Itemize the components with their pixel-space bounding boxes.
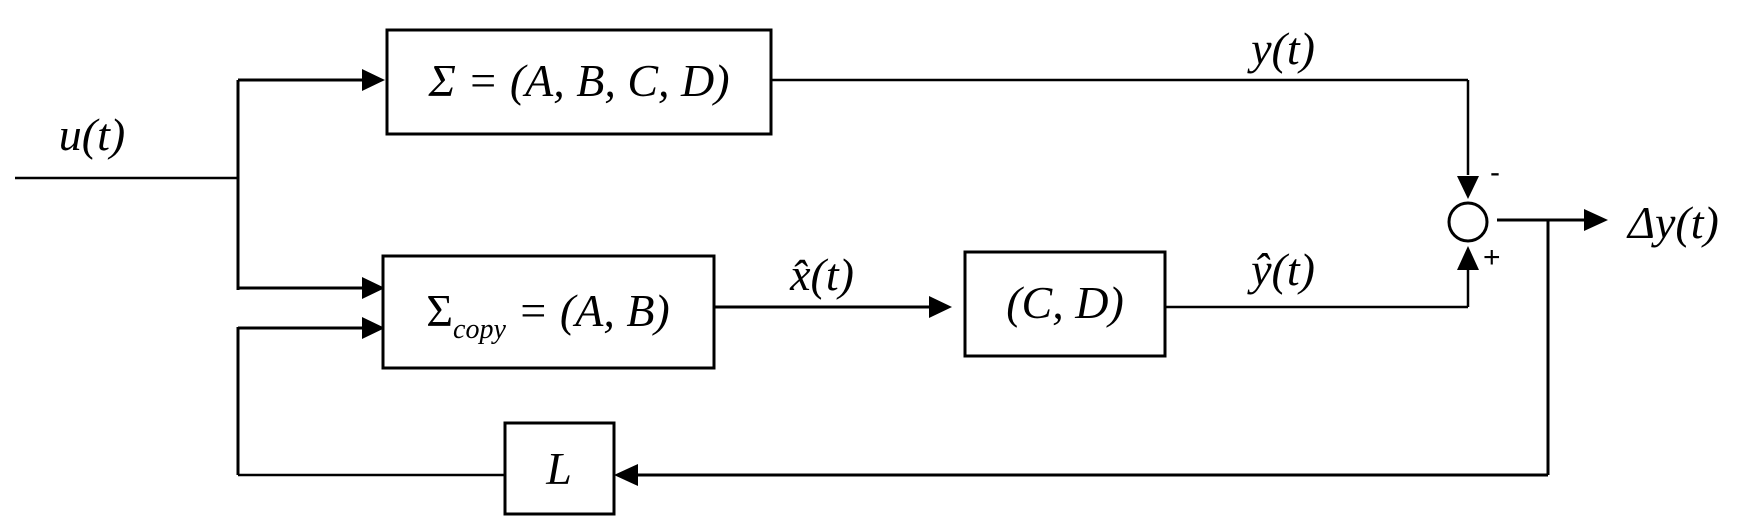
- output-estimate-label: ŷ(t): [1247, 244, 1315, 295]
- error-output-arrow: [1584, 209, 1608, 231]
- minus-sign: -: [1490, 156, 1500, 189]
- copy-block: Σcopy = (A, B): [381, 254, 716, 370]
- output-map-block: (C, D): [963, 250, 1167, 358]
- state-estimate-arrow: [929, 296, 952, 318]
- plant-output-label: y(t): [1247, 23, 1315, 74]
- summing-junction-circle: [1447, 201, 1489, 243]
- gain-to-copy-arrow: [362, 317, 385, 339]
- output-map-block-label: (C, D): [1006, 277, 1124, 328]
- gain-block: L: [503, 421, 616, 516]
- plant-block: Σ = (A, B, C, D): [385, 28, 773, 136]
- to-copy-arrow: [362, 277, 385, 299]
- to-plant-arrow: [362, 69, 385, 91]
- plus-input-arrow: [1457, 246, 1479, 270]
- summing-junction: - +: [1447, 156, 1501, 274]
- plant-block-label: Σ = (A, B, C, D): [427, 55, 729, 106]
- feedback-to-gain-arrow: [614, 464, 638, 486]
- plus-sign: +: [1483, 241, 1501, 274]
- gain-block-label: L: [545, 443, 572, 494]
- error-signal-label: Δy(t): [1626, 197, 1719, 248]
- copy-block-label: Σcopy = (A, B): [426, 285, 670, 345]
- state-estimate-label: x̂(t): [789, 249, 854, 300]
- minus-input-arrow: [1457, 176, 1479, 199]
- input-signal-label: u(t): [59, 109, 125, 160]
- wires: [15, 69, 1608, 486]
